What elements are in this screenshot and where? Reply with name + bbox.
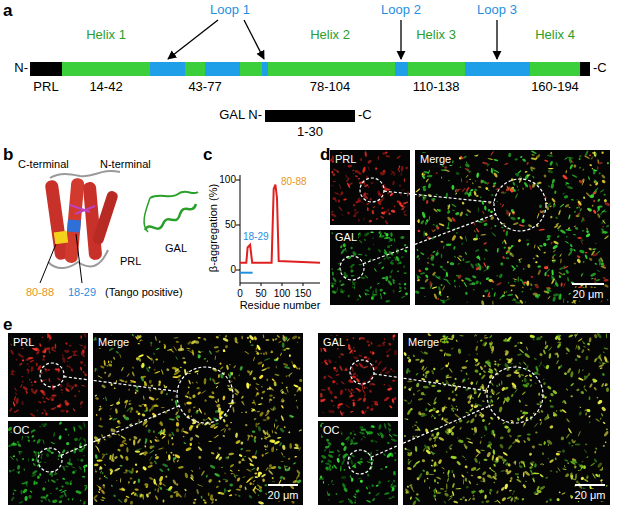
prl-curve (240, 185, 320, 263)
speckle (265, 339, 269, 341)
speckle (362, 202, 363, 203)
micrograph (93, 333, 303, 505)
prl-structure (40, 171, 120, 283)
speckle (262, 419, 267, 421)
speckle (475, 180, 476, 182)
speckle (161, 407, 165, 408)
micrographs (7, 150, 611, 506)
speckle (37, 476, 40, 479)
speckle (274, 423, 275, 428)
gal-structure (144, 192, 198, 232)
micrograph-ground (93, 333, 303, 505)
speckle (476, 195, 479, 197)
micrograph-ground (415, 150, 610, 305)
speckle (436, 172, 438, 174)
speckle (452, 185, 455, 190)
gal-bar (265, 110, 355, 122)
speckle (114, 388, 116, 389)
speckle (43, 426, 46, 427)
micrograph (415, 150, 611, 306)
speckle (176, 428, 179, 432)
speckle (597, 166, 598, 170)
speckle (176, 422, 179, 427)
prl-domain-bar (30, 62, 590, 76)
speckle (186, 401, 192, 404)
speckle (60, 410, 65, 413)
